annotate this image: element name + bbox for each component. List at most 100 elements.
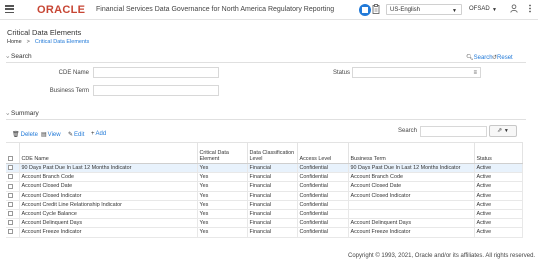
apps-grid-icon[interactable] [359,4,371,16]
row-select-cell[interactable] [6,227,20,238]
table-cell: Confidential [297,181,349,192]
table-header-row: CDE Name Critical Data Element Data Clas… [6,142,523,164]
language-select[interactable]: US-English ▼ [386,4,462,15]
table-cell [348,209,475,220]
column-header[interactable]: Critical Data Element [197,142,248,164]
table-cell: Financial [247,227,298,238]
table-cell: Active [474,218,523,229]
chevron-down-icon: ▼ [503,128,509,134]
table-cell: Active [474,163,523,174]
select-all-cell[interactable] [6,142,20,164]
table-cell: Account Delinquent Days [19,218,198,229]
view-button[interactable]: ▤View [41,131,61,138]
search-icon: 🔍︎ [466,55,474,61]
summary-section-toggle[interactable]: ›Summary [4,110,39,117]
table-cell: Financial [247,218,298,229]
table-cell: Active [474,181,523,192]
breadcrumb-separator: > [26,39,30,45]
oracle-logo: ORACLE [37,4,86,16]
row-select-cell[interactable] [6,191,20,201]
table-cell [348,200,475,210]
table-cell: 90 Days Past Due In Last 12 Months Indic… [348,163,475,174]
clipboard-icon[interactable] [372,4,380,14]
column-header[interactable]: Status [474,142,523,164]
table-cell: Financial [247,191,298,201]
row-select-cell[interactable] [6,209,20,220]
cde-name-label: CDE Name [58,70,89,76]
more-options-icon[interactable] [526,4,534,13]
chevron-down-icon: ▼ [492,7,497,13]
table-cell: Confidential [297,191,349,201]
row-select-cell[interactable] [6,200,20,210]
row-checkbox[interactable] [8,165,13,171]
search-button[interactable]: 🔍︎Search [466,54,493,61]
view-icon: ▤ [41,132,47,138]
column-header[interactable]: Access Level [297,142,349,164]
user-icon[interactable] [510,4,518,13]
table-cell: Financial [247,163,298,174]
search-section-toggle[interactable]: ›Search [4,53,32,60]
app-title: Financial Services Data Governance for N… [96,6,335,13]
row-checkbox[interactable] [8,220,13,226]
row-select-cell[interactable] [6,163,20,174]
status-select[interactable]: ≡ [352,67,481,78]
search-divider [6,62,526,63]
table-cell: Confidential [297,200,349,210]
view-button-label: View [47,132,61,138]
cde-name-input[interactable] [93,67,219,78]
table-row[interactable]: Account Credit Line Relationship Indicat… [6,200,523,210]
table-cell: Financial [247,181,298,192]
copyright-text: Copyright © 1993, 2021, Oracle and/or it… [348,253,536,259]
row-checkbox[interactable] [8,211,13,217]
table-cell: Active [474,172,523,183]
row-select-cell[interactable] [6,172,20,183]
row-checkbox[interactable] [8,183,13,189]
chevron-down-icon: ▼ [452,8,457,14]
table-cell: Account Credit Line Relationship Indicat… [19,200,198,210]
hamburger-menu-icon[interactable] [5,5,14,14]
table-cell: Yes [197,181,248,192]
breadcrumb-current[interactable]: Critical Data Elements [34,39,90,45]
row-checkbox[interactable] [8,229,13,235]
delete-button[interactable]: 🗑︎Delete [12,131,38,138]
breadcrumb-home[interactable]: Home [7,39,22,45]
row-select-cell[interactable] [6,181,20,192]
edit-button[interactable]: ✎Edit [68,131,84,138]
summary-section-label: Summary [11,110,39,117]
column-header[interactable]: Data Classification Level [247,142,298,164]
row-checkbox[interactable] [8,201,13,207]
user-select[interactable]: OFSAD ▼ [467,4,499,15]
table-cell: Account Delinquent Days [348,218,475,229]
summary-divider [6,119,526,120]
select-all-checkbox[interactable] [8,156,13,162]
column-header[interactable]: CDE Name [19,142,198,164]
add-button-label: Add [95,131,107,137]
table-cell: Account Closed Date [348,181,475,192]
chevron-icon: › [4,113,10,115]
add-button[interactable]: +Add [91,131,106,137]
reset-button[interactable]: ↺Reset [492,54,513,61]
table-search-input[interactable] [420,126,487,137]
table-cell: Active [474,227,523,238]
edit-button-label: Edit [74,132,85,138]
table-cell: Account Closed Indicator [348,191,475,201]
column-header[interactable]: Business Term [348,142,475,164]
language-select-value: US-English [390,7,421,13]
row-checkbox[interactable] [8,174,13,180]
search-section-label: Search [11,53,32,60]
table-row[interactable]: 90 Days Past Due In Last 12 Months Indic… [6,163,523,174]
row-select-cell[interactable] [6,218,20,229]
pencil-icon: ✎ [68,132,74,138]
table-cell: Confidential [297,209,349,220]
table-cell: Active [474,209,523,220]
export-button[interactable]: ⇗ ▼ [489,125,517,137]
row-checkbox[interactable] [8,192,13,198]
business-term-input[interactable] [93,85,219,96]
table-cell: Account Closed Date [19,181,198,192]
